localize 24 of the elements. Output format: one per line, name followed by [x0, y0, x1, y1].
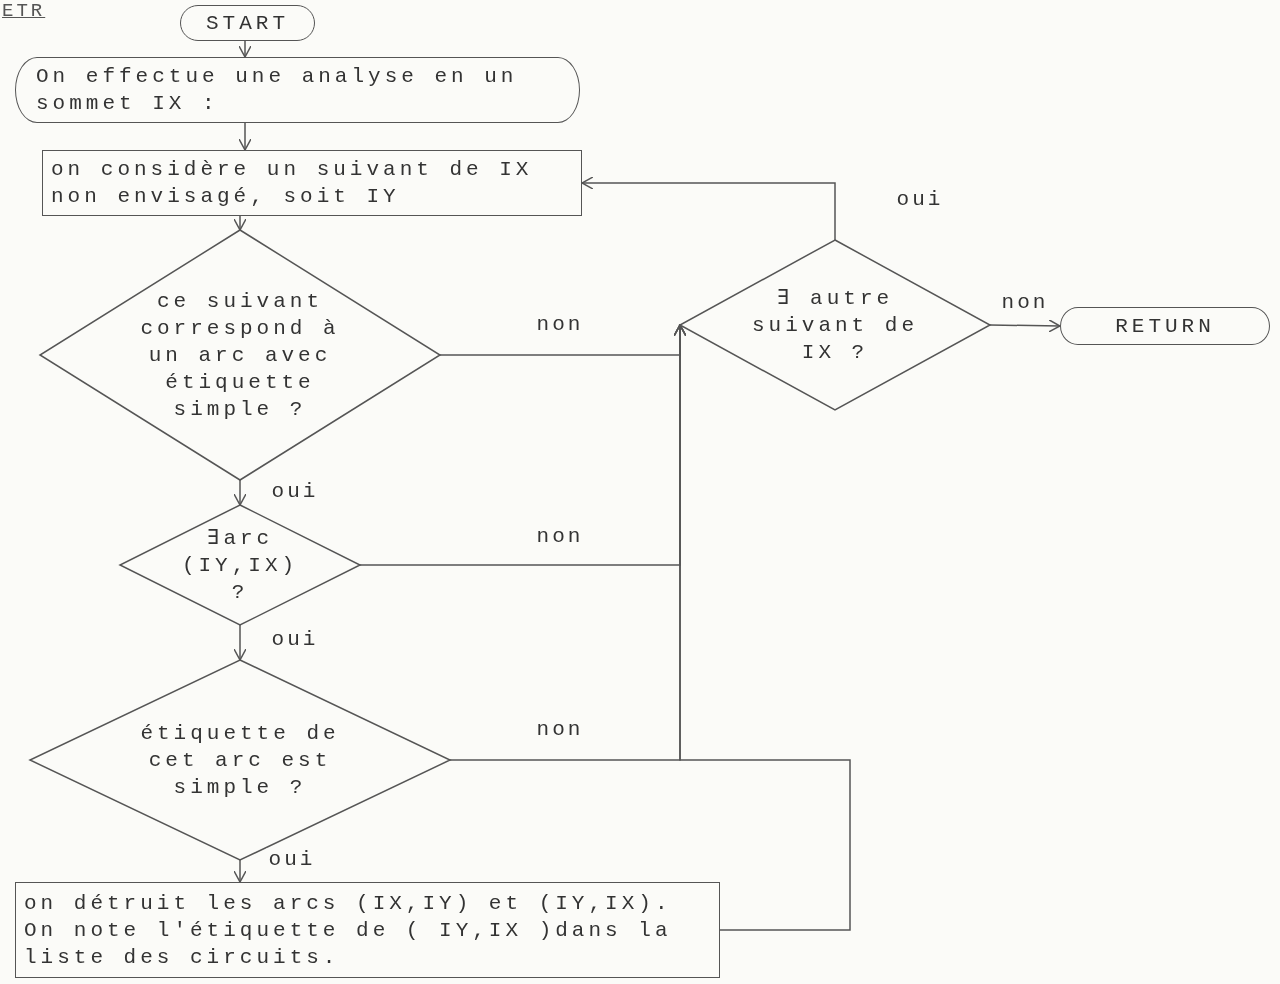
arrow: [238, 40, 252, 58]
node-text: on considère un suivant de IX non envisagé, soit IY: [51, 157, 534, 210]
node-text: ∃arc (IY,IX) ?: [180, 525, 300, 606]
node-text: ce suivant correspond à un arc avec étiquette simple ?: [139, 288, 341, 423]
arrow: [581, 176, 836, 241]
arrow: [989, 319, 1061, 333]
node-text: étiquette de cet arc est simple ?: [139, 720, 341, 801]
decision-diamond: [120, 505, 360, 625]
arrow: [233, 215, 247, 231]
arrow: [673, 324, 851, 931]
arrow: [238, 122, 252, 151]
node-text: ∃ autre suivant de IX ?: [751, 285, 919, 366]
node-text: RETURN: [1115, 313, 1215, 340]
node-text: On effectue une analyse en un sommet IX :: [36, 64, 519, 117]
decision-diamond: [680, 240, 990, 410]
arrow: [233, 859, 247, 883]
arrow: [233, 479, 247, 506]
arrow: [233, 624, 247, 661]
process-box: [42, 150, 582, 216]
page-note: ETR: [2, 0, 46, 22]
decision-diamond: [40, 230, 440, 480]
node-text: START: [206, 10, 289, 37]
process-box: [15, 882, 720, 978]
node-text: on détruit les arcs (IX,IY) et (IY,IX). On note l'étiquette de ( IY,IX )dans la liste des circuits.: [24, 890, 673, 971]
